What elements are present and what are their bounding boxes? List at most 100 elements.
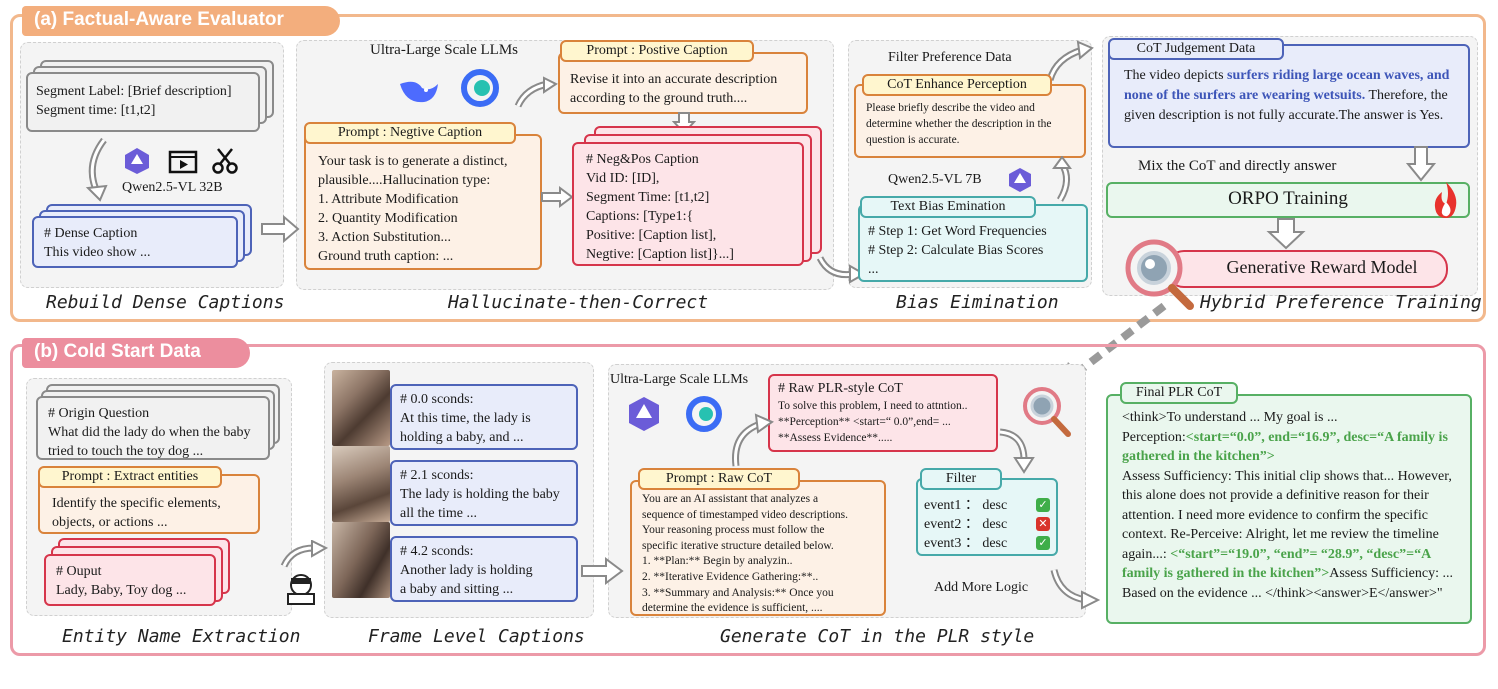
raw-plr-box: # Raw PLR-style CoT To solve this proble…	[768, 374, 998, 452]
cot-judgement-box: The video depicts surfers riding large o…	[1108, 44, 1470, 148]
orpo-training-box: ORPO Training	[1106, 182, 1470, 218]
final-segment-2: <“start”=“19.0”, “end”= “28.9”, “desc”=“…	[1122, 546, 1431, 582]
llm-label-b: Ultra-Large Scale LLMs	[610, 372, 749, 387]
negpos-line: Vid ID: [ID],	[586, 171, 660, 186]
filter-pref-label: Filter Preference Data	[888, 50, 1012, 65]
curved-arrow-up-icon	[514, 76, 558, 108]
raw-prompt-line: sequence of timestamped video descriptio…	[642, 508, 848, 521]
cot-enhance-tag: CoT Enhance Perception	[862, 74, 1052, 96]
final-think-text: <think>To understand ... My goal is ...	[1122, 410, 1338, 425]
right-arrow-icon	[581, 557, 624, 585]
video-clip-icon	[168, 150, 198, 174]
negative-caption-tag: Prompt : Negtive Caption	[304, 122, 516, 144]
down-arrow-icon	[1266, 218, 1306, 250]
pos-prompt-line: according to the ground truth....	[570, 91, 748, 106]
assistant-logo-icon	[461, 69, 499, 107]
down-arrow-icon	[1406, 146, 1436, 182]
output-title: # Ouput	[56, 564, 102, 579]
deepseek-logo-icon	[400, 81, 438, 103]
raw-prompt-line: 3. **Summary and Analysis:** Once you	[642, 586, 834, 599]
frame-caption-box: # 0.0 sconds: At this time, the lady is …	[390, 384, 578, 450]
stage-label-bias: Bias Eimination	[896, 292, 1059, 313]
frame-caption-line: all the time ...	[400, 506, 477, 521]
event-label: event3 ： desc	[924, 536, 1008, 551]
cot-enh-line: Please briefly describe the video and	[866, 102, 1035, 114]
fire-icon	[1434, 182, 1457, 218]
segment-box: Segment Label: [Brief description] Segme…	[26, 72, 260, 132]
positive-caption-tag: Prompt : Postive Caption	[560, 40, 754, 62]
frame-caption-title: # 4.2 sconds:	[400, 544, 474, 559]
check-icon: ✓	[1036, 536, 1050, 550]
frame-caption-line: holding a baby, and ...	[400, 430, 524, 445]
qwen-logo-icon	[1009, 168, 1031, 192]
frame-caption-box: # 2.1 sconds: The lady is holding the ba…	[390, 460, 578, 526]
raw-plr-line: To solve this problem, I need to attntio…	[778, 400, 968, 412]
magnifier-icon	[1125, 239, 1194, 310]
dense-caption-title: # Dense Caption	[44, 226, 138, 241]
orpo-label: ORPO Training	[1228, 188, 1348, 209]
assistant-logo-icon	[686, 396, 722, 432]
judge-text-bold: surfers riding large ocean waves, and no…	[1124, 68, 1450, 103]
raw-prompt-line: 2. **Iterative Evidence Gathering:**..	[642, 570, 819, 583]
origin-question-box: # Origin Question What did the lady do w…	[36, 396, 270, 460]
llm-label-a: Ultra-Large Scale LLMs	[370, 42, 519, 58]
frame-caption-line: The lady is holding the baby	[400, 487, 560, 502]
stage-label-entity: Entity Name Extraction	[62, 626, 301, 647]
scissors-icon	[212, 148, 238, 174]
frame-caption-line: Another lady is holding	[400, 563, 533, 578]
curved-arrow-up-icon	[1052, 156, 1072, 202]
raw-prompt-line: Your reasoning process must follow the	[642, 524, 825, 537]
check-icon: ✓	[1036, 498, 1050, 512]
curved-arrow-up-icon	[732, 413, 774, 467]
raw-prompt-line: 1. **Plan:** Begin by analyzin..	[642, 555, 793, 568]
segment-label-line: Segment Label: [Brief description]	[36, 84, 232, 99]
raw-cot-prompt-box: You are an AI assistant that analyzes a …	[630, 480, 886, 616]
raw-plr-line: **Assess Evidence**.....	[778, 432, 893, 444]
pos-prompt-line: Revise it into an accurate description	[570, 72, 778, 87]
curved-arrow-icon	[1050, 569, 1101, 610]
panel-cold-start-data	[10, 344, 1486, 656]
final-plr-tag: Final PLR CoT	[1120, 382, 1238, 404]
extract-line: objects, or actions ...	[52, 515, 168, 530]
segment-time-line: Segment time: [t1,t2]	[36, 103, 156, 118]
raw-prompt-line: specific iterative structure detailed be…	[642, 539, 834, 552]
event-row: event3 ： desc ✓	[924, 534, 1050, 553]
video-frame-thumbnail	[332, 370, 390, 446]
grm-label: Generative Reward Model	[1226, 257, 1418, 277]
filter-tag: Filter	[920, 468, 1002, 490]
frame-caption-title: # 2.1 sconds:	[400, 468, 474, 483]
panel-b-title: (b) Cold Start Data	[22, 338, 250, 368]
raw-prompt-line: determine the evidence is sufficient, ..…	[642, 602, 823, 615]
stage-label-plr: Generate CoT in the PLR style	[720, 626, 1035, 647]
question-title: # Origin Question	[48, 406, 150, 421]
judge-text-pre: The video depicts	[1124, 68, 1228, 83]
bias-step-line: # Step 2: Calculate Bias Scores	[868, 243, 1044, 258]
final-perception-label: Perception:	[1122, 429, 1186, 445]
text-bias-tag: Text Bias Emination	[860, 196, 1036, 218]
neg-prompt-line: 1. Attribute Modification	[318, 192, 459, 207]
curved-arrow-icon	[816, 256, 866, 284]
neg-prompt-line: 2. Quantity Modification	[318, 211, 458, 226]
raw-plr-line: **Perception** <start=“ 0.0”,end= ...	[778, 416, 951, 428]
bias-step-line: ...	[868, 262, 879, 277]
output-box: # Ouput Lady, Baby, Toy dog ...	[44, 554, 216, 606]
final-assess-text: Assess Sufficiency: This initial clip sh…	[1122, 468, 1452, 562]
filter-box: event1 ： desc ✓ event2 ： desc ✕ event3 ：…	[916, 478, 1058, 556]
event-label: event1 ： desc	[924, 498, 1008, 513]
final-plr-cot-box: <think>To understand ... My goal is ... …	[1106, 394, 1472, 624]
cross-icon: ✕	[1036, 517, 1050, 531]
judge-text-post: Therefore, the given description is not …	[1124, 88, 1448, 123]
video-frame-thumbnail	[332, 446, 390, 522]
frame-caption-line: At this time, the lady is	[400, 411, 531, 426]
raw-cot-tag: Prompt : Raw CoT	[638, 468, 800, 490]
qwen-32b-label: Qwen2.5-VL 32B	[122, 180, 223, 195]
dense-caption-box: # Dense Caption This video show ...	[32, 216, 238, 268]
stage-label-hybrid: Hybrid Preference Training	[1200, 292, 1482, 313]
negpos-line: Captions: [Type1:{	[586, 209, 694, 224]
frame-caption-box: # 4.2 sconds: Another lady is holding a …	[390, 536, 578, 602]
neg-prompt-line: Ground truth caption: ...	[318, 249, 454, 264]
question-line: tried to touch the toy dog ...	[48, 444, 204, 459]
positive-caption-prompt: Revise it into an accurate description a…	[558, 52, 808, 114]
right-arrow-icon	[261, 214, 300, 244]
right-arrow-icon	[541, 186, 574, 208]
